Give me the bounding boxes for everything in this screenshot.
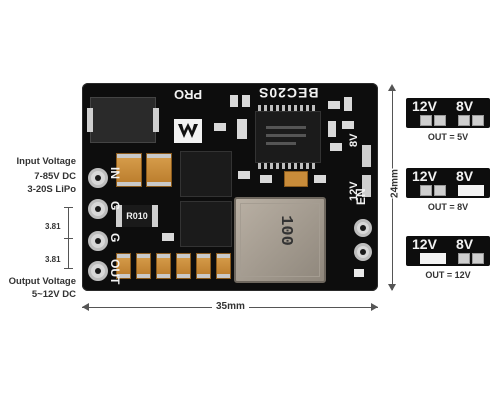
- jumper-pad: [434, 115, 446, 126]
- inductor-code: 100: [275, 215, 295, 246]
- pad-gnd-1[interactable]: [88, 199, 108, 219]
- smd-resistor: [328, 101, 340, 109]
- smd-resistor: [214, 123, 226, 131]
- jumper-pad: [472, 253, 484, 264]
- controller-ic: [255, 111, 321, 163]
- jumper-pad: [458, 115, 470, 126]
- panel-label-8v: 8V: [456, 168, 474, 184]
- solder-bridge-8v: [458, 185, 484, 196]
- jumper-output-label: OUT = 8V: [427, 202, 469, 212]
- smd-resistor: [330, 143, 342, 151]
- mosfet: [180, 151, 232, 197]
- panel-label-8v: 8V: [456, 98, 474, 114]
- output-capacitor: [156, 253, 171, 279]
- arrow-up-icon: [388, 84, 396, 91]
- pin-en-label: EN: [354, 188, 368, 205]
- smd-resistor: [342, 121, 354, 129]
- jumper-config-panel: 12V 8V: [406, 168, 490, 198]
- shunt-resistor: R010: [116, 205, 158, 227]
- jumper-config-panel: 12V 8V: [406, 236, 490, 266]
- tvs-diode: [87, 97, 159, 143]
- jumper-pad: [472, 115, 484, 126]
- pitch-tick-top: [64, 207, 73, 208]
- output-range-label: 5~12V DC: [31, 289, 76, 300]
- arrow-left-icon: [82, 303, 89, 311]
- input-voltage-label: Input Voltage: [16, 156, 76, 167]
- jumper-output-label: OUT = 12V: [425, 270, 471, 280]
- output-capacitor: [196, 253, 211, 279]
- arrow-down-icon: [388, 284, 396, 291]
- pad-in[interactable]: [88, 168, 108, 188]
- board-jumper-8v-label: 8V: [348, 133, 360, 147]
- status-led: [354, 269, 364, 277]
- smd-resistor: [238, 171, 250, 179]
- input-lipo-label: 3-20S LiPo: [27, 184, 76, 195]
- smd-capacitor: [284, 171, 308, 187]
- output-capacitor: [136, 253, 151, 279]
- pin-in-label: IN: [108, 167, 122, 179]
- input-capacitor: [116, 153, 142, 187]
- arrow-right-icon: [371, 303, 378, 311]
- jumper-output-label: OUT = 5V: [427, 132, 469, 142]
- width-dimension-label: 35mm: [212, 301, 249, 312]
- output-capacitor: [216, 253, 231, 279]
- smd-capacitor: [344, 97, 352, 111]
- power-inductor: 100: [234, 197, 326, 283]
- pin-g2-label: G: [108, 233, 122, 243]
- variant-label: PRO: [174, 87, 203, 102]
- smd-capacitor: [237, 119, 247, 139]
- pad-en[interactable]: [354, 219, 372, 237]
- solder-bridge-12v: [420, 253, 446, 264]
- pitch-label-2: 3.81: [45, 255, 61, 264]
- jumper-pad: [434, 185, 446, 196]
- pcb-board: PRO BEC20S 8V 12V R010 100: [82, 83, 378, 291]
- smd-resistor: [242, 95, 250, 107]
- output-voltage-label: Output Voltage: [8, 276, 76, 287]
- pin-g1-label: G: [108, 201, 122, 211]
- jumper-pad: [458, 253, 470, 264]
- smd-capacitor: [328, 121, 336, 137]
- panel-label-8v: 8V: [456, 236, 474, 252]
- jumper-12v-pad[interactable]: [362, 175, 371, 197]
- input-range-label: 7-85V DC: [34, 171, 76, 182]
- ic-pins-bottom: [258, 163, 318, 169]
- output-capacitor: [176, 253, 191, 279]
- smd-resistor: [230, 95, 238, 107]
- mosfet: [180, 201, 232, 247]
- input-capacitor: [146, 153, 172, 187]
- panel-label-12v: 12V: [412, 236, 437, 252]
- panel-label-12v: 12V: [412, 168, 437, 184]
- output-capacitor: [116, 253, 131, 279]
- jumper-8v-pad[interactable]: [362, 145, 371, 167]
- jumper-pad: [420, 115, 432, 126]
- pitch-tick-mid: [64, 238, 73, 239]
- panel-label-12v: 12V: [412, 98, 437, 114]
- pitch-label-1: 3.81: [45, 222, 61, 231]
- brand-logo-icon: [174, 119, 202, 143]
- pad-gnd-2[interactable]: [88, 231, 108, 251]
- pad-gnd-right[interactable]: [354, 243, 372, 261]
- smd-resistor: [162, 233, 174, 241]
- model-label: BEC20S: [258, 85, 319, 101]
- jumper-config-panel: 12V 8V: [406, 98, 490, 128]
- smd-resistor: [260, 175, 272, 183]
- smd-resistor: [314, 175, 326, 183]
- jumper-pad: [420, 185, 432, 196]
- pad-out[interactable]: [88, 261, 108, 281]
- pin-out-label: OUT: [108, 259, 122, 285]
- resistor-code: R010: [126, 211, 148, 221]
- ic-pins-top: [258, 105, 318, 111]
- pitch-tick-bottom: [64, 268, 73, 269]
- height-dimension-label: 24mm: [389, 168, 401, 199]
